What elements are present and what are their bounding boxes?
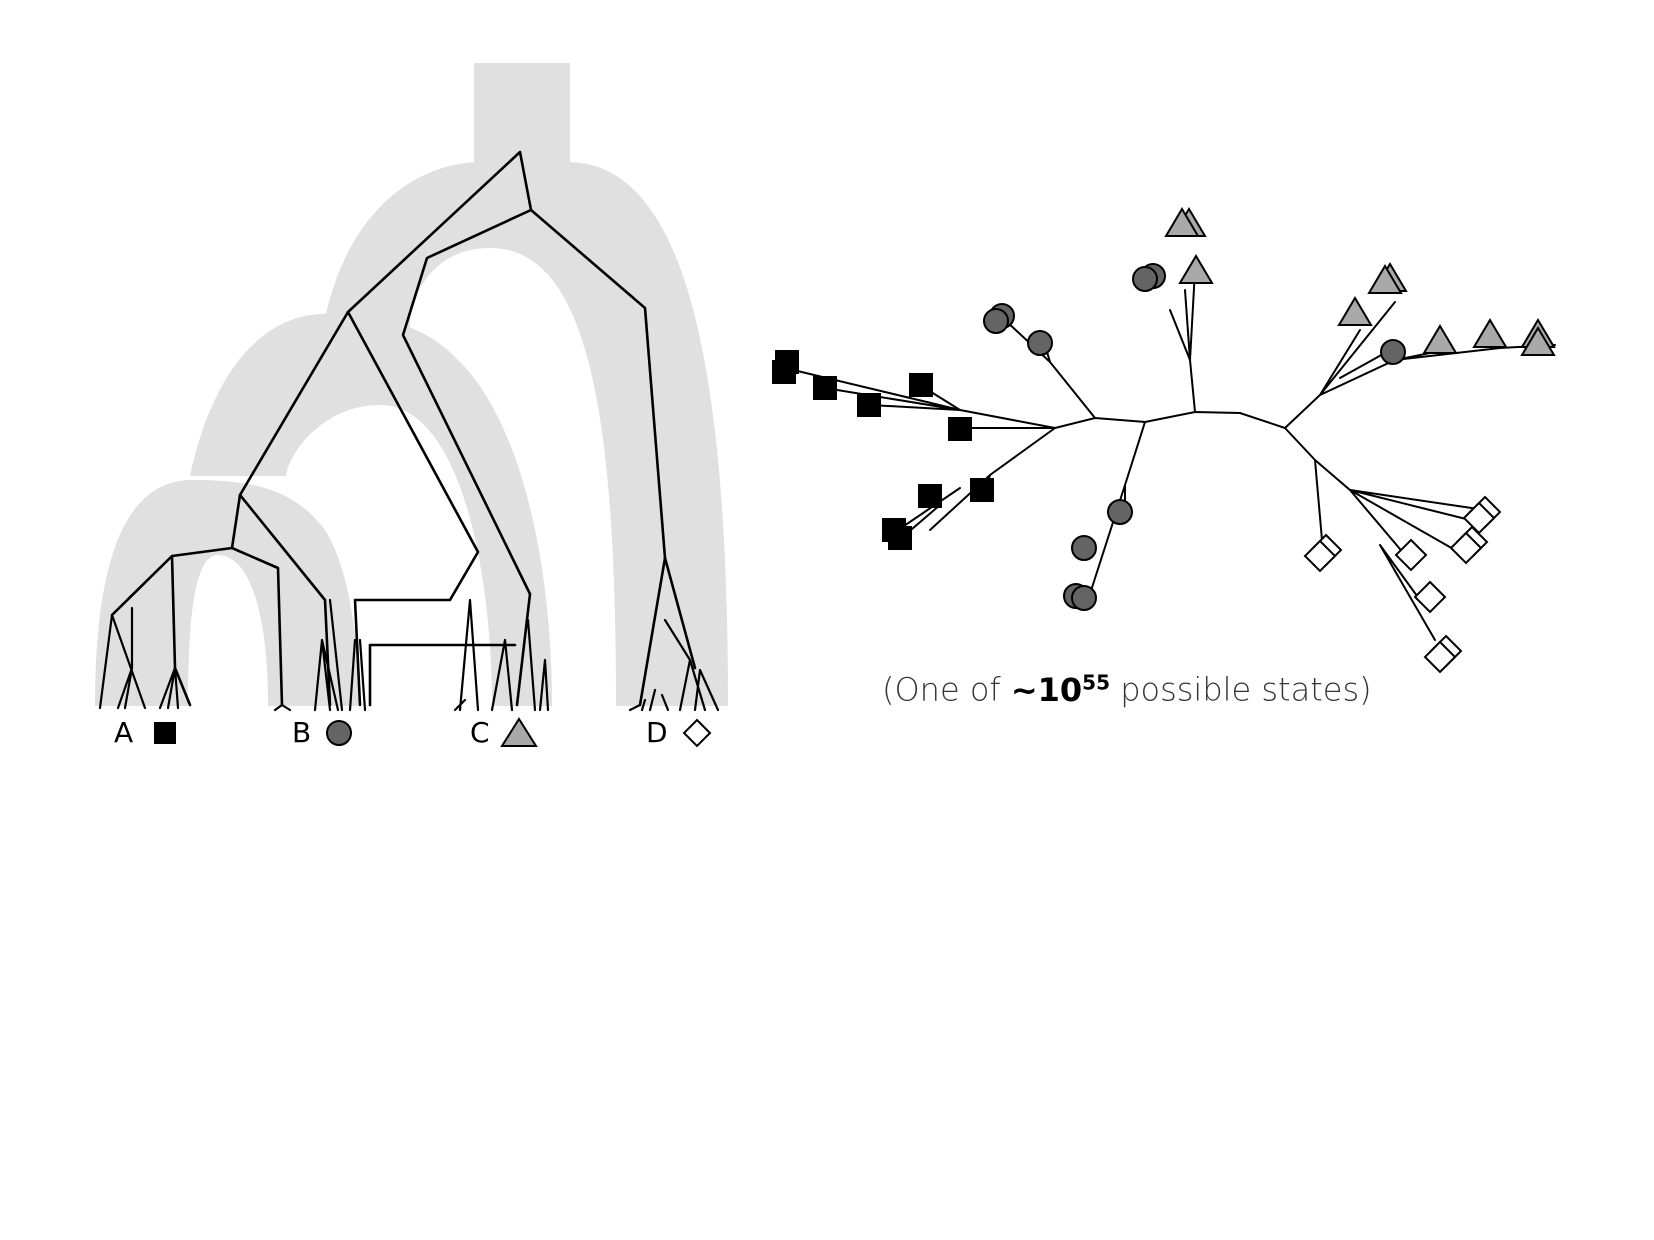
circle-marker (1380, 339, 1406, 365)
unrooted-triangles (1164, 207, 1556, 356)
circle-marker (326, 720, 352, 746)
square-marker (909, 373, 933, 397)
triangle-marker (1472, 318, 1508, 348)
diamond-marker (1303, 539, 1337, 573)
unrooted-backbone (1054, 410, 1286, 429)
triangle-marker (500, 717, 538, 747)
triangle-top-branches (1169, 269, 1196, 413)
circle-marker (983, 308, 1009, 334)
unrooted-squares (772, 350, 994, 550)
gene-tree-root (346, 150, 533, 314)
triangle-marker (1520, 326, 1556, 356)
triangle-marker (1164, 207, 1200, 237)
tips-d (628, 618, 720, 712)
diamond-marker (1449, 531, 1483, 565)
diamond-marker (1394, 538, 1428, 572)
tips-a (98, 606, 180, 710)
unrooted-circles (983, 263, 1406, 611)
diamond-marker (1413, 580, 1447, 614)
square-marker (918, 484, 942, 508)
diamond-clade-branches (1284, 427, 1486, 641)
circle-marker (1132, 266, 1158, 292)
state-count-caption: (One of ~1055 possible states) (882, 670, 1372, 709)
square-marker (888, 526, 912, 550)
caption-suffix: possible states) (1110, 670, 1372, 709)
unrooted-diamonds (1303, 495, 1502, 674)
population-label-d: D (646, 716, 668, 749)
species-tree-ab-arch (95, 480, 360, 706)
gene-tree-d-lineage (529, 208, 697, 670)
diamond-marker (1423, 640, 1457, 674)
population-legend (154, 717, 712, 748)
triangle-marker (1367, 264, 1403, 294)
circle-marker (1071, 535, 1097, 561)
circle-marker (1107, 499, 1133, 525)
gene-tree-tips (98, 598, 720, 712)
caption-emphasis: ~1055 (1010, 670, 1111, 709)
population-label-c: C (470, 716, 490, 749)
species-tree-abc-arch (190, 314, 552, 706)
population-label-a: A (114, 716, 134, 749)
caption-exponent: 55 (1082, 670, 1111, 694)
gene-tree-c-inner (346, 310, 480, 707)
population-label-b: B (292, 716, 312, 749)
gene-tree-c-lineage (401, 208, 533, 707)
triangle-right-branches (1284, 301, 1556, 429)
square-marker (154, 722, 176, 744)
tips-b (273, 598, 367, 712)
square-marker (857, 393, 881, 417)
gene-tree-b-inner (230, 546, 284, 707)
species-tree (95, 63, 728, 706)
triangle-marker (1178, 254, 1214, 284)
diamond-marker (682, 718, 712, 748)
circle-marker (1027, 330, 1053, 356)
caption-base: ~10 (1010, 670, 1083, 709)
species-tree-root-stem (474, 63, 570, 173)
square-marker (970, 478, 994, 502)
square-marker (948, 417, 972, 441)
tips-c (453, 598, 550, 712)
gene-tree-d-inner (638, 556, 667, 707)
triangle-marker (1422, 324, 1458, 354)
square-marker (772, 360, 796, 384)
triangle-marker (1337, 296, 1373, 326)
square-marker (813, 376, 837, 400)
species-tree-outer-arch (325, 162, 728, 706)
caption-prefix: (One of (882, 670, 1011, 709)
circle-marker (1071, 585, 1097, 611)
